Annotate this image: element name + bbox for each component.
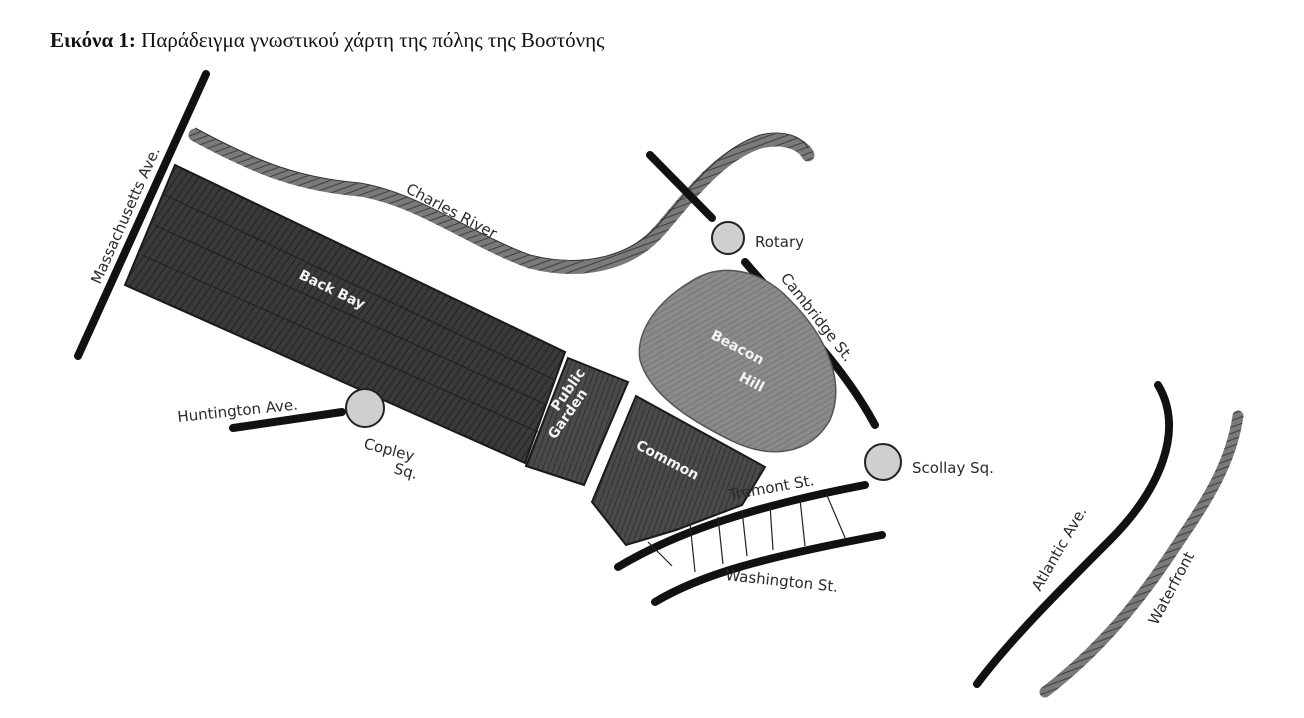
rotary-label: Rotary: [755, 233, 804, 251]
back-bay-row-divider: [141, 254, 539, 433]
rotary-circle: [711, 221, 745, 255]
atlantic-ave-label: Atlantic Ave.: [1028, 504, 1091, 594]
caption-text: Παράδειγμα γνωστικού χάρτη της πόλης της…: [141, 28, 605, 52]
charles-river-outline: [194, 127, 809, 261]
waterfront: [1039, 410, 1244, 698]
atlantic-ave-street: [973, 381, 1174, 688]
copley-square-label-line2: Sq.: [392, 459, 420, 483]
scollay-square-label: Scollay Sq.: [912, 459, 994, 477]
washington-st-street: [651, 531, 886, 606]
cross-street: [799, 498, 806, 547]
charles-river: [188, 128, 815, 274]
common-block: [590, 394, 767, 547]
back-bay-row-divider: [164, 194, 556, 381]
back-bay-row-divider: [153, 224, 548, 406]
cross-street: [717, 516, 724, 565]
copley-square-circle: [345, 388, 385, 428]
copley-square-label-line1: Copley: [362, 434, 416, 465]
figure-caption: Εικόνα 1: Παράδειγμα γνωστικού χάρτη της…: [50, 28, 604, 53]
massachusetts-ave-street: [74, 70, 210, 360]
beacon-hill-block: [638, 269, 837, 453]
caption-lead: Εικόνα 1:: [50, 28, 136, 52]
cross-street: [825, 492, 847, 541]
tremont-st-street: [614, 481, 869, 571]
scollay-square-circle: [864, 443, 902, 481]
rotary-street: [646, 151, 716, 222]
back-bay-block: [123, 163, 567, 465]
cross-street: [689, 522, 696, 573]
cross-street: [647, 541, 673, 567]
cross-street: [741, 509, 748, 557]
cross-street: [769, 504, 774, 551]
washington-st-label: Washington St.: [725, 566, 839, 596]
huntington-ave-street: [229, 408, 346, 432]
public-garden-block: [524, 356, 630, 487]
